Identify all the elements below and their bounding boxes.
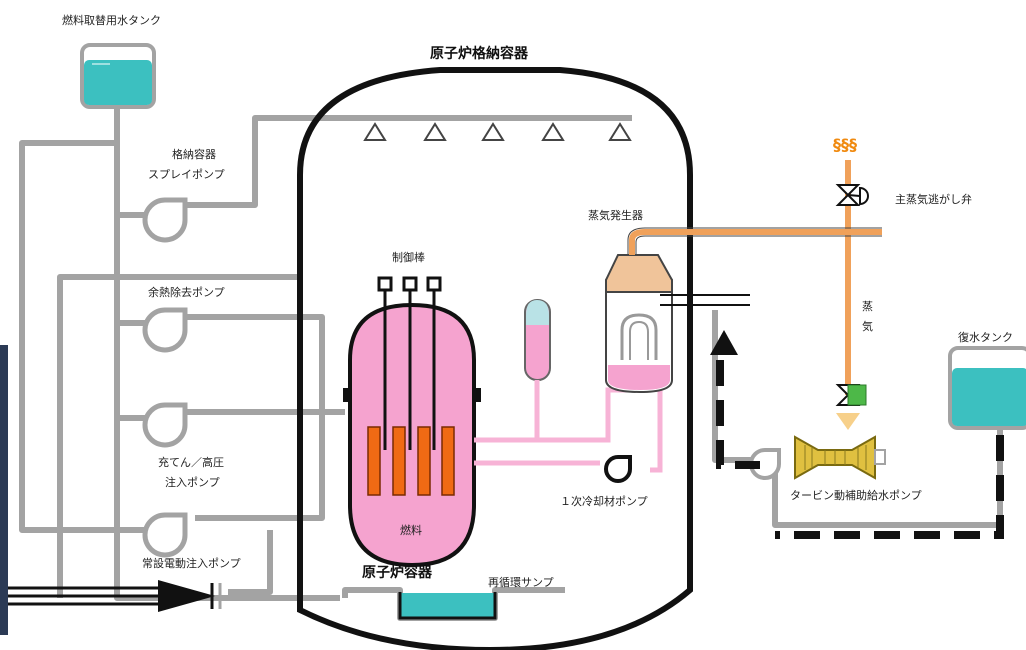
left-loop-pipe	[22, 143, 145, 530]
turbine-steam-valve-icon	[838, 385, 866, 405]
turbine-aux-pump	[795, 437, 885, 478]
rhr-pump-icon	[145, 310, 185, 350]
feedwater-line	[660, 295, 750, 305]
label-spray-pump-1: 格納容器	[172, 147, 216, 161]
label-containment-vessel: 原子炉格納容器	[430, 45, 529, 62]
steam-arrow	[836, 413, 860, 430]
spray-pump-icon	[145, 200, 185, 240]
relief-valve-icon	[838, 185, 868, 205]
label-permanent-pump: 常設電動注入ポンプ	[142, 556, 241, 570]
spray-nozzles	[365, 124, 630, 140]
condensate-tank	[950, 348, 1026, 428]
external-injection-line	[0, 345, 220, 635]
label-steam-2: 気	[862, 319, 873, 333]
recirc-sump	[400, 592, 495, 618]
label-condensate-tank: 復水タンク	[958, 331, 1013, 344]
label-residual-heat-pump: 余熱除去ポンプ	[148, 285, 225, 299]
label-turbine-aux-pump: タービン動補助給水ポンプ	[790, 488, 922, 502]
label-charging-pump-2: 注入ポンプ	[165, 475, 220, 489]
steam-generator	[606, 255, 672, 392]
label-primary-coolant-pump: １次冷却材ポンプ	[560, 494, 648, 508]
label-spray-pump-2: スプレイポンプ	[148, 168, 225, 181]
label-charging-pump-1: 充てん／高圧	[158, 455, 224, 469]
label-reactor-vessel: 原子炉容器	[362, 564, 433, 581]
pressurizer	[525, 300, 550, 380]
label-steam-generator: 蒸気発生器	[588, 208, 643, 222]
permanent-pump-icon	[145, 515, 185, 555]
primary-piping	[474, 380, 660, 470]
label-fuel-pool-tank: 燃料取替用水タンク	[62, 13, 161, 27]
primary-coolant-pump-icon	[606, 457, 630, 481]
steam-wisp-icon: §§§	[833, 135, 857, 154]
label-fuel: 燃料	[400, 523, 422, 537]
label-recirc-sump: 再循環サンプ	[488, 576, 554, 589]
label-main-steam-relief: 主蒸気逃がし弁	[895, 192, 972, 206]
charging-pump-icon	[145, 405, 185, 445]
fuel-pool-tank	[82, 45, 154, 107]
spray-header	[175, 118, 632, 205]
label-control-rod: 制御棒	[392, 250, 425, 264]
label-steam-1: 蒸	[862, 300, 873, 313]
